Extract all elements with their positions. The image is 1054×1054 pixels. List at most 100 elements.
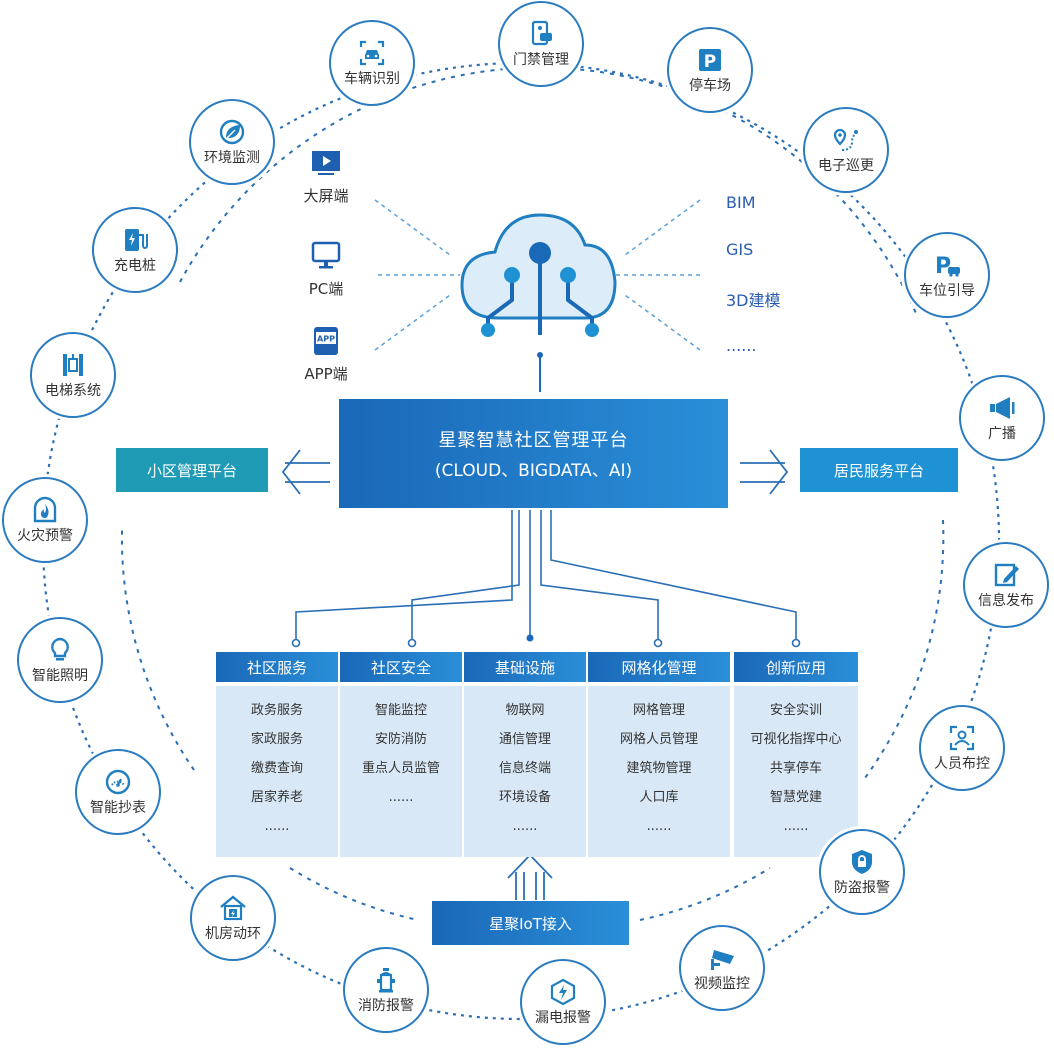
leaf-globe-icon [218, 118, 246, 146]
ring-node-smart-lighting: 智能照明 [17, 617, 103, 703]
ring-node-label: 电梯系统 [45, 383, 101, 399]
module-item: 物联网 [505, 703, 545, 718]
ring-node-label: 车位引导 [919, 283, 975, 299]
parking-guide-icon: P [933, 251, 961, 279]
module-header: 网格化管理 [588, 652, 730, 682]
app-icon: APP [308, 325, 344, 357]
fire-icon [31, 496, 59, 524]
module-item: 环境设备 [498, 790, 551, 805]
monitor-icon [308, 240, 344, 272]
ring-node-patrol: 电子巡更 [803, 107, 889, 193]
edit-note-icon [992, 561, 1020, 589]
module-item: ...... [264, 819, 290, 834]
module-body: 安全实训 可视化指挥中心 共享停车 智慧党建 ...... [734, 686, 858, 857]
ring-node-label: 视频监控 [694, 976, 750, 992]
ring-node-info-release: 信息发布 [963, 542, 1049, 628]
client-app: APP APP端 [286, 325, 366, 384]
ring-node-label: 车辆识别 [344, 71, 400, 87]
charger-icon [121, 226, 149, 254]
module-column: 社区安全 智能监控 安防消防 重点人员监管 ...... [340, 652, 462, 857]
community-management-box: 小区管理平台 [116, 448, 268, 492]
module-item: 重点人员监管 [361, 761, 440, 776]
module-item: 智能监控 [374, 703, 427, 718]
ring-node-fire-warning: 火灾预警 [2, 477, 88, 563]
tech-label: GIS [726, 240, 754, 259]
module-item: ...... [388, 790, 414, 805]
bolt-icon [549, 978, 577, 1006]
module-header: 社区安全 [340, 652, 462, 682]
ring-node-label: 人员布控 [934, 756, 990, 772]
tech-label: ...... [726, 336, 757, 355]
shield-lock-icon [848, 848, 876, 876]
module-item: 政务服务 [250, 703, 303, 718]
ring-node-parking-guide: P 车位引导 [904, 232, 990, 318]
ring-node-environment-monitoring: 环境监测 [189, 99, 275, 185]
module-item: 网格管理 [632, 703, 685, 718]
module-item: 共享停车 [769, 761, 822, 776]
ring-node-anti-theft: 防盗报警 [819, 829, 905, 915]
ring-node-label: 门禁管理 [513, 52, 569, 68]
client-label: APP端 [304, 365, 348, 383]
ring-node-label: 充电桩 [114, 258, 156, 274]
module-item: ...... [512, 819, 538, 834]
module-item: 智慧党建 [769, 790, 822, 805]
module-column: 基础设施 物联网 通信管理 信息终端 环境设备 ...... [464, 652, 586, 857]
svg-text:P: P [704, 52, 716, 72]
patrol-route-icon [832, 126, 860, 154]
module-item: 通信管理 [498, 732, 551, 747]
module-item: 人口库 [639, 790, 679, 805]
parking-icon: P [696, 46, 724, 74]
ring-node-smart-meter: 智能抄表 [75, 749, 161, 835]
svg-text:P: P [935, 254, 951, 279]
tech-label: 3D建模 [726, 291, 781, 310]
module-body: 网格管理 网格人员管理 建筑物管理 人口库 ...... [588, 686, 730, 857]
client-big-screen: 大屏端 [286, 147, 366, 206]
module-header: 创新应用 [734, 652, 858, 682]
ring-node-label: 漏电报警 [535, 1010, 591, 1026]
access-card-icon [527, 20, 555, 48]
module-item: 居家养老 [250, 790, 303, 805]
module-body: 政务服务 家政服务 缴费查询 居家养老 ...... [216, 686, 338, 857]
ring-node-label: 信息发布 [978, 593, 1034, 609]
module-item: ...... [646, 819, 672, 834]
module-column: 网格化管理 网格管理 网格人员管理 建筑物管理 人口库 ...... [588, 652, 730, 857]
core-platform-box: 星聚智慧社区管理平台 (CLOUD、BIGDATA、AI) [339, 399, 728, 508]
module-item: 建筑物管理 [626, 761, 692, 776]
ring-node-label: 环境监测 [204, 150, 260, 166]
ring-node-vehicle-recognition: 车辆识别 [329, 20, 415, 106]
client-label: 大屏端 [303, 187, 349, 205]
person-focus-icon [948, 724, 976, 752]
core-subtitle: (CLOUD、BIGDATA、AI) [434, 461, 633, 481]
ring-node-label: 智能抄表 [90, 800, 146, 816]
tech-label: BIM [726, 193, 756, 212]
module-column: 社区服务 政务服务 家政服务 缴费查询 居家养老 ...... [216, 652, 338, 857]
module-item: ...... [783, 819, 809, 834]
module-item: 家政服务 [250, 732, 303, 747]
resident-service-box: 居民服务平台 [800, 448, 958, 492]
ring-node-leakage-alarm: 漏电报警 [520, 959, 606, 1045]
module-header: 基础设施 [464, 652, 586, 682]
ring-node-label: 智能照明 [32, 668, 88, 684]
camera-icon [708, 944, 736, 972]
ring-node-label: 消防报警 [358, 998, 414, 1014]
ring-node-broadcast: 广播 [959, 375, 1045, 461]
ring-node-label: 防盗报警 [834, 880, 890, 896]
car-scan-icon [358, 39, 386, 67]
module-item: 缴费查询 [250, 761, 303, 776]
module-item: 安防消防 [374, 732, 427, 747]
svg-text:APP: APP [317, 335, 335, 344]
ring-node-label: 停车场 [689, 78, 731, 94]
ring-node-charging-pile: 充电桩 [92, 207, 178, 293]
module-item: 信息终端 [498, 761, 551, 776]
megaphone-icon [988, 394, 1016, 422]
core-title: 星聚智慧社区管理平台 [438, 430, 629, 451]
hydrant-icon [372, 966, 400, 994]
ring-node-fire-alarm: 消防报警 [343, 947, 429, 1033]
gauge-icon [104, 768, 132, 796]
module-item: 可视化指挥中心 [750, 732, 842, 747]
ring-node-machine-room: 机房动环 [190, 875, 276, 961]
ring-node-elevator: 电梯系统 [30, 332, 116, 418]
ring-node-access-control: 门禁管理 [498, 1, 584, 87]
ring-node-label: 广播 [988, 426, 1016, 442]
